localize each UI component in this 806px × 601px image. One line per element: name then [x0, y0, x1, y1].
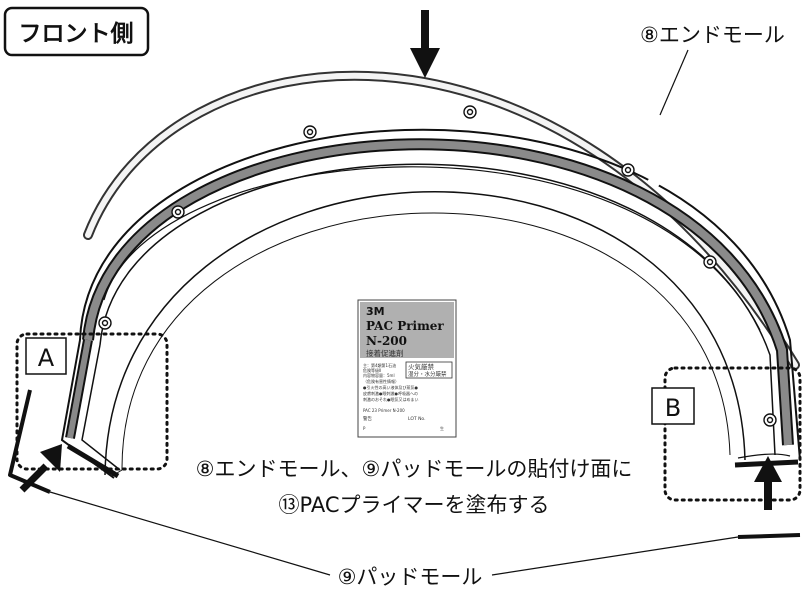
fender-body — [79, 128, 801, 461]
end-mold-callout: ⑧エンドモール — [640, 23, 785, 47]
primer-product: PAC Primer — [366, 319, 444, 333]
primer-fine-4: ●引火性の高い液体及び蒸気● — [363, 384, 418, 390]
primer-warning-1: 火気厳禁 — [408, 362, 435, 371]
pad-mold-right — [737, 456, 801, 539]
fender-left-end — [60, 339, 121, 479]
primer-fine-8: 警告 — [363, 415, 372, 422]
primer-subtitle: 接着促進剤 — [366, 348, 404, 358]
detail-b: B — [651, 366, 802, 502]
primer-fine-7: PAC 23 Primer N-200 — [363, 408, 405, 413]
pad-mold-left — [8, 389, 62, 494]
primer-label-card: 3M PAC Primer N-200 接着促進剤 火気厳禁 湿分・水分厳禁 主… — [357, 299, 457, 438]
primer-fine-3: （危険有害性情報） — [363, 378, 399, 384]
primer-fine-2: 内容物容量：5ml — [363, 372, 395, 378]
detail-a-label: A — [38, 344, 55, 372]
inner-arch — [104, 190, 746, 477]
primer-brand: 3M — [366, 305, 385, 318]
end-mold-leader — [659, 49, 689, 116]
primer-fine-1: 危険等級Ⅱ — [363, 367, 381, 373]
pad-mold-callout: ⑨パッドモール — [338, 565, 483, 589]
primer-warning-2: 湿分・水分厳禁 — [408, 370, 447, 378]
title-box: フロント側 — [3, 6, 150, 57]
pad-mold-leader-left — [49, 491, 331, 576]
instruction-line-1: ⑧エンドモール、⑨パッドモールの貼付け面に — [196, 457, 633, 481]
primer-fine-9: LOT No. — [408, 416, 426, 422]
instruction-line-2: ⑬PACプライマーを塗布する — [279, 493, 550, 517]
title-label: フロント側 — [19, 21, 134, 47]
primer-model: N-200 — [366, 334, 407, 348]
mounting-holes — [98, 105, 777, 427]
primer-fine-11: 生 — [440, 425, 444, 431]
primer-fine-6: 刺激のおそれ●眠気又はめまい — [363, 396, 419, 402]
pad-mold-leader-right — [491, 536, 739, 576]
detail-a: A — [15, 332, 169, 471]
detail-b-label: B — [665, 394, 681, 422]
primer-fine-10: P — [363, 426, 366, 431]
primer-fine-0: 主：第4類第1石油 — [363, 362, 396, 368]
primer-fine-5: 皮膚刺激●眼刺激●呼吸器への — [363, 390, 418, 396]
press-down-arrow — [410, 10, 440, 78]
